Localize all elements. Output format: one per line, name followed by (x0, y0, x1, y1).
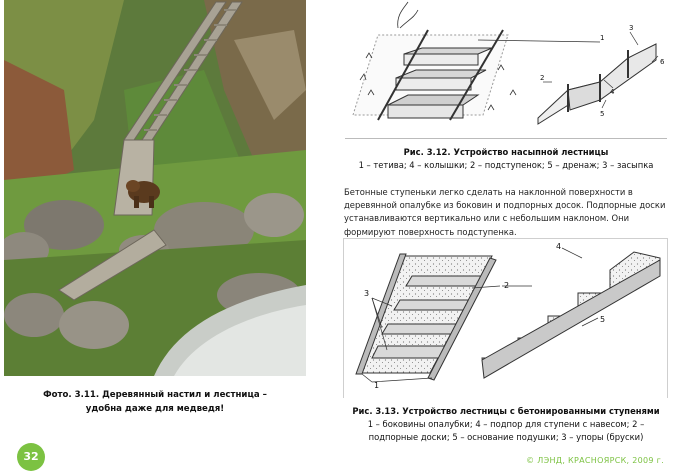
fig1-label-3: 3 (629, 24, 633, 32)
page-number: 32 (17, 443, 45, 471)
fig2-label-4: 4 (556, 242, 561, 251)
figure-divider (345, 138, 667, 139)
fig1-label-1: 1 (600, 34, 604, 42)
figure-3-12-diagram: 1 3 6 4 2 5 (338, 0, 670, 138)
figure-3-13-legend-line1: 1 – боковины опалубки; 4 – подпор для ст… (367, 419, 645, 429)
photo-caption-line1: Фото. 3.11. Деревянный настил и лестница… (43, 390, 267, 400)
photo-caption: Фото. 3.11. Деревянный настил и лестница… (10, 388, 300, 416)
figure-3-13-diagram: 4 3 2 5 1 (342, 238, 670, 394)
body-paragraph: Бетонные ступеньки легко сделать на накл… (344, 187, 666, 237)
fig1-label-6: 6 (660, 58, 665, 66)
fig2-label-3: 3 (364, 289, 369, 298)
bear-stairs-photo (4, 0, 306, 376)
figure-3-12-title: Рис. 3.12. Устройство насыпной лестницы (403, 147, 609, 157)
fig1-label-2: 2 (540, 74, 544, 82)
fig1-label-5: 5 (600, 110, 604, 118)
fig1-label-4: 4 (610, 88, 615, 96)
figure-3-12-legend: 1 – тетива; 4 – колышки; 2 – подступенок… (358, 160, 654, 170)
photo-caption-line2: удобна даже для медведя! (85, 404, 225, 414)
figure-3-13-caption: Рис. 3.13. Устройство лестницы с бетонир… (345, 405, 667, 444)
fig2-label-5: 5 (600, 315, 605, 324)
copyright-footer: © ЛЭНД, КРАСНОЯРСК, 2009 г. (526, 456, 664, 465)
fig2-label-2: 2 (504, 281, 509, 290)
figure-3-13-legend-line2: подпорные доски; 5 – основание подушки; … (368, 432, 644, 442)
figure-3-13-title: Рис. 3.13. Устройство лестницы с бетонир… (352, 406, 660, 416)
figure-3-12-caption: Рис. 3.12. Устройство насыпной лестницы … (345, 146, 667, 172)
fig2-label-1: 1 (374, 381, 379, 390)
